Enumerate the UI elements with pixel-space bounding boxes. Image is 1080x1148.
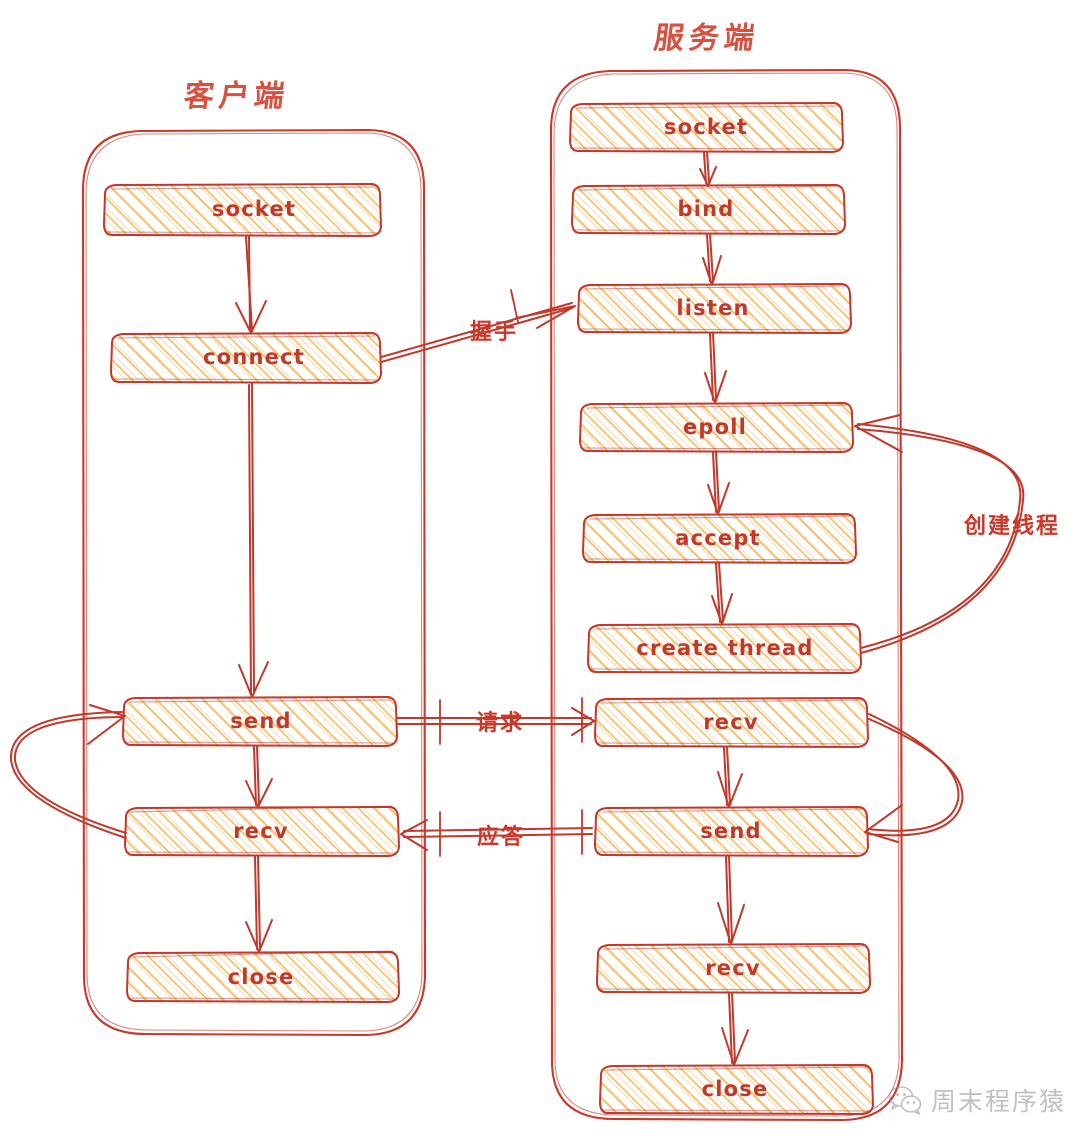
server-title: 服务端 — [651, 21, 762, 56]
server-step-box — [594, 806, 869, 857]
arrow-request — [397, 697, 595, 745]
connector-label-handshake: 握手 — [469, 320, 519, 345]
arrow-create-thread-loop — [854, 414, 1025, 654]
connector-label-response: 应答 — [476, 825, 526, 850]
arrow-client-socket-connect — [235, 235, 267, 334]
arrow-server-accept-thread — [711, 562, 733, 625]
client-title: 客户端 — [181, 79, 292, 114]
client-step-box — [122, 696, 398, 747]
server-step-box — [594, 697, 869, 748]
arrow-server-send-recv2 — [717, 855, 745, 945]
arrow-server-recv-send — [717, 746, 743, 808]
arrow-server-recv2-close — [721, 992, 749, 1066]
client-step-box — [110, 332, 382, 384]
client-step-box — [124, 805, 400, 857]
arrow-handshake — [380, 289, 576, 363]
arrow-server-bind-listen — [702, 233, 722, 286]
server-step-box — [596, 943, 871, 994]
server-step-box — [571, 184, 846, 235]
connector-label-request: 请求 — [475, 711, 525, 736]
arrow-client-recv-close — [245, 855, 273, 953]
server-step-box — [582, 513, 857, 564]
client-container — [81, 128, 427, 1037]
client-step-box — [126, 950, 400, 1003]
server-step-box — [599, 1064, 874, 1115]
arrow-client-loop — [9, 704, 127, 839]
arrow-client-send-recv — [245, 745, 273, 808]
arrow-server-loop — [864, 713, 964, 843]
arrow-response — [400, 809, 593, 857]
arrow-server-socket-bind — [699, 151, 717, 187]
client-step-box — [103, 183, 382, 237]
server-step-box — [579, 402, 854, 453]
server-container — [549, 68, 904, 1122]
arrow-client-connect-send — [238, 382, 269, 698]
server-step-box — [569, 102, 844, 153]
arrow-server-epoll-accept — [707, 451, 730, 515]
server-step-box — [587, 623, 862, 674]
connector-label-create-thread: 创建线程 — [963, 514, 1061, 539]
arrow-server-listen-epoll — [704, 332, 727, 404]
server-step-box — [577, 283, 852, 334]
